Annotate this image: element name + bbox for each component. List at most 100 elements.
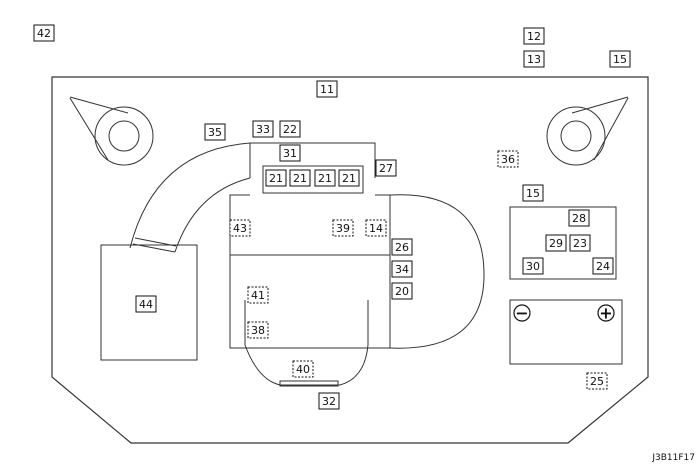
- label-box: [204, 123, 226, 141]
- label-text: 24: [596, 260, 610, 273]
- label-box: [592, 257, 614, 275]
- label-text: 11: [320, 83, 334, 96]
- label-box: [33, 24, 55, 42]
- component-label-15a: 15: [609, 50, 631, 68]
- component-label-39: 39: [332, 219, 354, 237]
- component-label-14: 14: [365, 219, 387, 237]
- label-text: 33: [256, 123, 270, 136]
- label-text: 31: [283, 147, 297, 160]
- label-box: [609, 50, 631, 68]
- label-text: 36: [501, 153, 515, 166]
- component-label-35: 35: [204, 123, 226, 141]
- label-box: [265, 169, 287, 187]
- label-box: [586, 372, 608, 390]
- label-box: [279, 144, 301, 162]
- component-label-33: 33: [252, 120, 274, 138]
- label-text: 14: [369, 222, 383, 235]
- battery-negative-symbol: −: [515, 304, 528, 323]
- component-label-13: 13: [523, 50, 545, 68]
- transmission-housing: [244, 300, 369, 387]
- label-text: 32: [322, 395, 336, 408]
- left-pulley: [69, 96, 154, 166]
- component-label-34: 34: [391, 260, 413, 278]
- component-label-40: 40: [292, 360, 314, 378]
- label-box: [497, 150, 519, 168]
- label-text: 40: [296, 363, 310, 376]
- component-label-25: 25: [586, 372, 608, 390]
- component-label-15b: 15: [522, 184, 544, 202]
- label-box: [391, 282, 413, 300]
- component-label-11: 11: [316, 80, 338, 98]
- component-label-12: 12: [523, 27, 545, 45]
- label-box: [523, 50, 545, 68]
- label-box: [523, 27, 545, 45]
- label-text: 15: [613, 53, 627, 66]
- component-label-36: 36: [497, 150, 519, 168]
- label-box: [391, 260, 413, 278]
- label-text: 21: [293, 172, 307, 185]
- component-label-21b: 21: [289, 169, 311, 187]
- label-text: 35: [208, 126, 222, 139]
- label-box: [135, 295, 157, 313]
- compartment-outline: [51, 76, 649, 444]
- label-text: 12: [527, 30, 541, 43]
- component-label-31: 31: [279, 144, 301, 162]
- battery-negative-icon: [513, 304, 531, 322]
- label-text: 27: [379, 162, 393, 175]
- component-label-23: 23: [569, 234, 591, 252]
- label-box: [318, 392, 340, 410]
- label-text: 21: [318, 172, 332, 185]
- label-text: 20: [395, 285, 409, 298]
- label-box: [522, 257, 544, 275]
- component-label-21c: 21: [314, 169, 336, 187]
- label-box: [279, 120, 301, 138]
- label-text: 25: [590, 375, 604, 388]
- label-text: 21: [269, 172, 283, 185]
- component-label-28: 28: [568, 209, 590, 227]
- label-text: 28: [572, 212, 586, 225]
- label-text: 29: [549, 237, 563, 250]
- label-text: 39: [336, 222, 350, 235]
- component-label-44: 44: [135, 295, 157, 313]
- component-label-26: 26: [391, 238, 413, 256]
- diagram-code: J3B11F17: [651, 453, 695, 463]
- label-box: [568, 209, 590, 227]
- engine-block: [229, 142, 485, 349]
- label-box: [569, 234, 591, 252]
- battery: − +: [509, 299, 623, 365]
- label-box: [247, 321, 269, 339]
- label-text: 30: [526, 260, 540, 273]
- label-text: 22: [283, 123, 297, 136]
- label-box: [375, 159, 397, 177]
- component-label-32: 32: [318, 392, 340, 410]
- component-label-43: 43: [229, 219, 251, 237]
- label-box: [289, 169, 311, 187]
- label-box: [338, 169, 360, 187]
- label-text: 15: [526, 187, 540, 200]
- label-box: [292, 360, 314, 378]
- label-box: [332, 219, 354, 237]
- label-box: [545, 234, 567, 252]
- label-box: [252, 120, 274, 138]
- label-box: [316, 80, 338, 98]
- label-box: [229, 219, 251, 237]
- label-box: [365, 219, 387, 237]
- component-label-30: 30: [522, 257, 544, 275]
- component-label-38: 38: [247, 321, 269, 339]
- label-text: 38: [251, 324, 265, 337]
- label-text: 34: [395, 263, 409, 276]
- component-label-24: 24: [592, 257, 614, 275]
- component-label-21a: 21: [265, 169, 287, 187]
- air-filter-box: [100, 244, 198, 361]
- battery-positive-symbol: +: [599, 304, 612, 323]
- label-text: 23: [573, 237, 587, 250]
- component-label-42: 42: [33, 24, 55, 42]
- label-box: [391, 238, 413, 256]
- label-text: 13: [527, 53, 541, 66]
- component-label-41: 41: [247, 286, 269, 304]
- label-text: 26: [395, 241, 409, 254]
- component-label-27: 27: [375, 159, 397, 177]
